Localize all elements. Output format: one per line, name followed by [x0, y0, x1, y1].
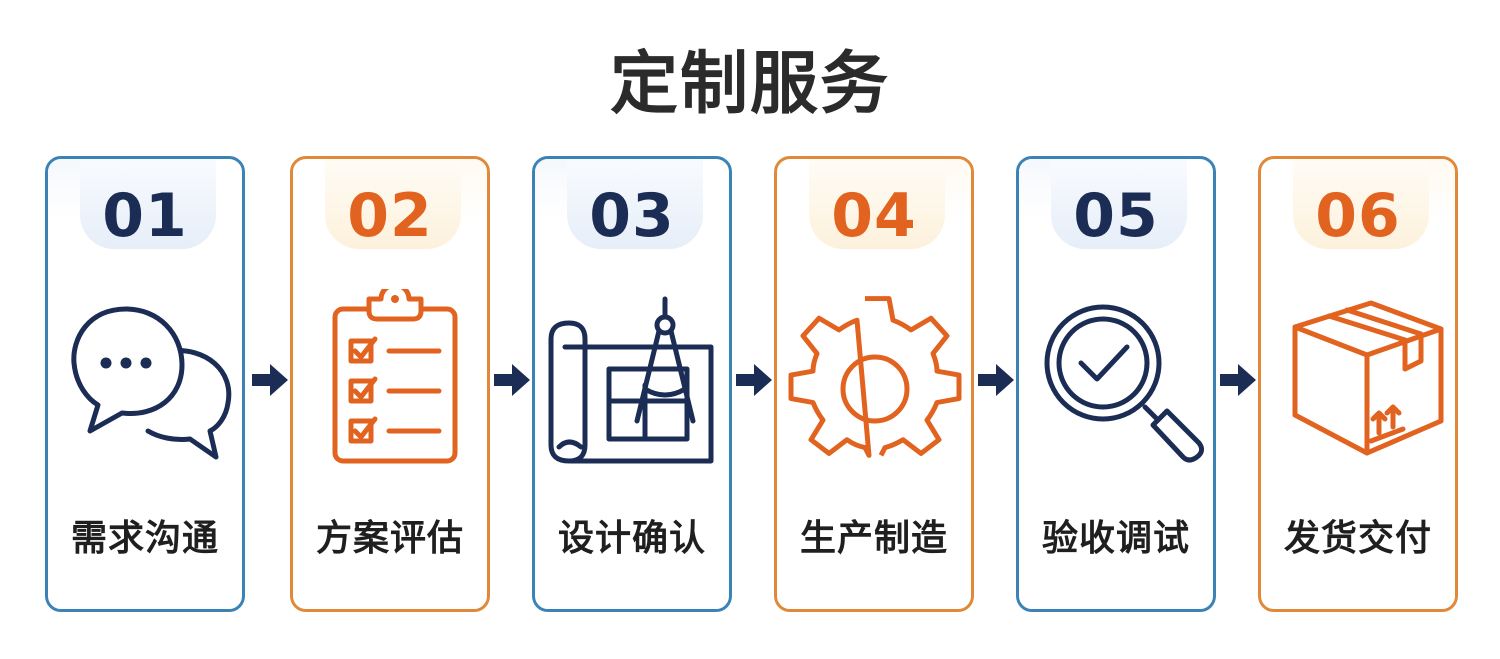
arrow-right-icon: [736, 364, 772, 396]
step-number: 06: [1315, 181, 1401, 251]
step-card-4: 04 生产制造: [774, 156, 974, 612]
magnifier-check-icon: [1044, 304, 1205, 463]
chat-bubbles-icon: [71, 306, 232, 460]
step-label: 发货交付: [1283, 518, 1432, 559]
step-label: 方案评估: [315, 518, 464, 559]
step-number: 03: [589, 181, 675, 251]
blueprint-compass-icon: [548, 296, 714, 464]
step-number: 02: [347, 181, 433, 251]
step-label: 验收调试: [1041, 518, 1190, 559]
step-label: 设计确认: [557, 518, 706, 559]
gear-icon: [788, 296, 962, 458]
step-card-6: 06 发货交付: [1258, 156, 1458, 612]
step-number: 05: [1073, 181, 1159, 251]
step-number: 01: [102, 181, 188, 251]
step-number: 04: [831, 181, 917, 251]
page-title: 定制服务: [609, 45, 890, 124]
step-label: 需求沟通: [70, 518, 219, 559]
arrow-right-icon: [1220, 364, 1256, 396]
package-box-icon: [1292, 300, 1444, 456]
step-label: 生产制造: [799, 518, 948, 559]
step-card-3: 03 设计确认: [532, 156, 732, 612]
step-card-1: 01 需求沟通: [45, 156, 245, 612]
arrow-right-icon: [252, 364, 288, 396]
step-card-2: 02 方案评估: [290, 156, 490, 612]
arrow-right-icon: [978, 364, 1014, 396]
arrow-right-icon: [494, 364, 530, 396]
step-card-5: 05 验收调试: [1016, 156, 1216, 612]
clipboard-checklist-icon: [332, 289, 458, 464]
